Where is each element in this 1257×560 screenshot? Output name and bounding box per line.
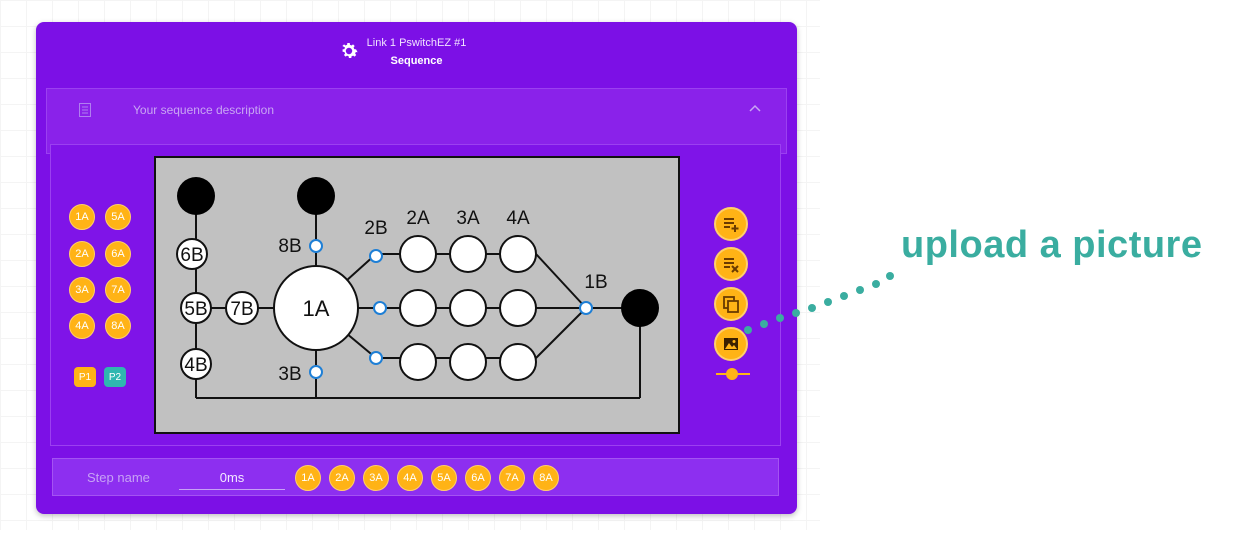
node-label-3b: 3B <box>278 364 301 385</box>
p1-chip[interactable]: P1 <box>74 367 96 387</box>
upload-picture-button[interactable] <box>714 327 748 361</box>
port-mid <box>373 301 387 315</box>
document-icon <box>79 103 91 117</box>
node-label-4b: 4B <box>184 355 207 376</box>
terminal-node <box>621 289 659 327</box>
add-step-icon <box>724 218 739 232</box>
terminal-node <box>177 177 215 215</box>
description-bar[interactable]: Your sequence description <box>46 88 787 154</box>
port-1b <box>579 301 593 315</box>
step-output-chip[interactable]: 2A <box>329 465 355 491</box>
add-step-button[interactable] <box>714 207 748 241</box>
step-output-chip[interactable]: 4A <box>397 465 423 491</box>
step-duration-input[interactable]: 0ms <box>179 470 285 490</box>
node-label-2a: 2A <box>406 208 430 229</box>
node-label-8b: 8B <box>278 236 301 257</box>
node-label-1a: 1A <box>303 296 330 321</box>
sequence-panel: Link 1 PswitchEZ #1 Sequence Your sequen… <box>36 22 797 514</box>
terminal-node <box>297 177 335 215</box>
step-output-chip[interactable]: 3A <box>363 465 389 491</box>
node-label-4a: 4A <box>506 208 530 229</box>
step-output-chip[interactable]: 5A <box>431 465 457 491</box>
step-bar: Step name 0ms 1A 2A 3A 4A 5A 6A 7A 8A <box>52 458 779 496</box>
annotation-label: upload a picture <box>901 224 1203 266</box>
port-8b <box>309 239 323 253</box>
step-output-chip[interactable]: 8A <box>533 465 559 491</box>
view-title: Sequence <box>390 55 443 67</box>
sequence-picture: 6B 5B 4B 7B 1A <box>154 156 680 434</box>
output-chip[interactable]: 8A <box>105 313 131 339</box>
output-chip[interactable]: 7A <box>105 277 131 303</box>
zoom-slider-handle[interactable] <box>726 368 738 380</box>
output-chip[interactable]: 4A <box>69 313 95 339</box>
node-label-7b: 7B <box>230 299 253 320</box>
chevron-up-icon[interactable] <box>747 101 763 117</box>
node-label-5b: 5B <box>184 299 207 320</box>
upload-picture-icon <box>724 338 738 350</box>
copy-step-icon <box>723 296 739 313</box>
delete-step-icon <box>724 258 739 273</box>
node-label-3a: 3A <box>456 208 480 229</box>
node-label-2b: 2B <box>364 218 387 239</box>
node-label-1b: 1B <box>584 272 607 293</box>
step-output-chip[interactable]: 1A <box>295 465 321 491</box>
panel-header: Link 1 PswitchEZ #1 Sequence <box>36 22 797 80</box>
output-chip[interactable]: 3A <box>69 277 95 303</box>
component-title: Link 1 PswitchEZ #1 <box>366 37 467 49</box>
p2-chip[interactable]: P2 <box>104 367 126 387</box>
output-chip[interactable]: 5A <box>105 204 131 230</box>
delete-step-button[interactable] <box>714 247 748 281</box>
output-chip[interactable]: 2A <box>69 241 95 267</box>
copy-step-button[interactable] <box>714 287 748 321</box>
output-chip[interactable]: 1A <box>69 204 95 230</box>
output-chip[interactable]: 6A <box>105 241 131 267</box>
step-output-chip[interactable]: 7A <box>499 465 525 491</box>
description-input[interactable]: Your sequence description <box>133 103 274 117</box>
gear-icon[interactable] <box>338 40 360 62</box>
step-name-input[interactable]: Step name <box>87 470 150 485</box>
port-3b <box>309 365 323 379</box>
annotation-pointer <box>744 272 894 334</box>
port-2b <box>369 249 383 263</box>
step-output-chip[interactable]: 6A <box>465 465 491 491</box>
port-low <box>369 351 383 365</box>
track-diagram: 6B 5B 4B 7B 1A <box>176 177 659 399</box>
node-label-6b: 6B <box>180 245 203 266</box>
